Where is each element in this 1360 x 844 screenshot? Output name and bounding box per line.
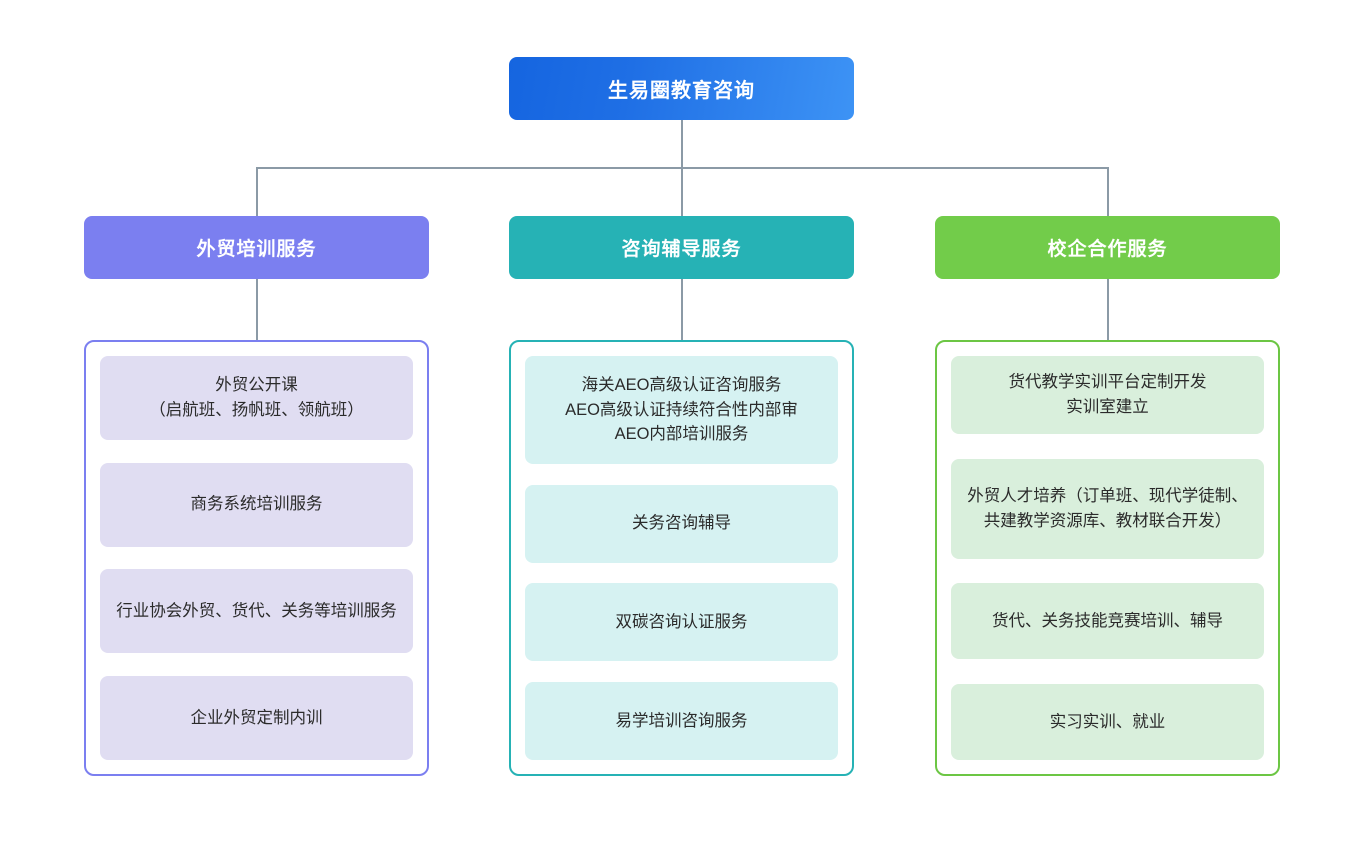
connector-header-to-body-2 bbox=[681, 279, 683, 341]
connector-drop-branch-3 bbox=[1107, 167, 1109, 217]
service-item-label: 外贸公开课 （启航班、扬帆班、领航班） bbox=[149, 376, 364, 419]
connector-header-to-body-3 bbox=[1107, 279, 1109, 341]
service-item-label: 货代教学实训平台定制开发 实训室建立 bbox=[1008, 373, 1207, 416]
service-item[interactable]: 海关AEO高级认证咨询服务 AEO高级认证持续符合性内部审 AEO内部培训服务 bbox=[525, 356, 838, 464]
service-item[interactable]: 行业协会外贸、货代、关务等培训服务 bbox=[100, 569, 413, 654]
service-item[interactable]: 货代教学实训平台定制开发 实训室建立 bbox=[951, 356, 1264, 434]
service-item[interactable]: 易学培训咨询服务 bbox=[525, 681, 838, 760]
service-item[interactable]: 外贸公开课 （启航班、扬帆班、领航班） bbox=[100, 356, 413, 440]
service-item-label: 商务系统培训服务 bbox=[190, 495, 323, 514]
service-item-label: 货代、关务技能竞赛培训、辅导 bbox=[992, 611, 1223, 630]
connector-drop-branch-2 bbox=[681, 167, 683, 217]
service-item-label: 企业外贸定制内训 bbox=[190, 708, 323, 727]
service-item[interactable]: 商务系统培训服务 bbox=[100, 462, 413, 547]
connector-horizontal-bus bbox=[256, 167, 1108, 169]
service-item[interactable]: 关务咨询辅导 bbox=[525, 484, 838, 563]
service-item[interactable]: 企业外贸定制内训 bbox=[100, 675, 413, 760]
connector-header-to-body-1 bbox=[256, 279, 258, 341]
branch-body-consulting: 海关AEO高级认证咨询服务 AEO高级认证持续符合性内部审 AEO内部培训服务 … bbox=[509, 340, 854, 776]
service-item-label: 易学培训咨询服务 bbox=[615, 711, 748, 730]
branch-header-school-enterprise[interactable]: 校企合作服务 bbox=[935, 216, 1280, 279]
branch-header-label: 外贸培训服务 bbox=[196, 239, 317, 260]
service-item-label: 关务咨询辅导 bbox=[632, 514, 731, 533]
service-item[interactable]: 双碳咨询认证服务 bbox=[525, 583, 838, 662]
connector-root-stem bbox=[681, 120, 683, 168]
service-item-label: 海关AEO高级认证咨询服务 AEO高级认证持续符合性内部审 AEO内部培训服务 bbox=[565, 375, 798, 444]
branch-body-school-enterprise: 货代教学实训平台定制开发 实训室建立 外贸人才培养（订单班、现代学徒制、共建教学… bbox=[935, 340, 1280, 776]
branch-column-school-enterprise: 校企合作服务 货代教学实训平台定制开发 实训室建立 外贸人才培养（订单班、现代学… bbox=[935, 216, 1280, 776]
service-item-label: 外贸人才培养（订单班、现代学徒制、共建教学资源库、教材联合开发） bbox=[967, 486, 1248, 530]
service-item-label: 行业协会外贸、货代、关务等培训服务 bbox=[116, 601, 397, 620]
root-node[interactable]: 生易圈教育咨询 bbox=[509, 57, 854, 120]
connector-drop-branch-1 bbox=[256, 167, 258, 217]
branch-header-label: 校企合作服务 bbox=[1047, 239, 1168, 260]
branch-header-consulting[interactable]: 咨询辅导服务 bbox=[509, 216, 854, 279]
service-item-label: 实习实训、就业 bbox=[1049, 712, 1166, 731]
branch-body-training: 外贸公开课 （启航班、扬帆班、领航班） 商务系统培训服务 行业协会外贸、货代、关… bbox=[84, 340, 429, 776]
branch-header-training[interactable]: 外贸培训服务 bbox=[84, 216, 429, 279]
service-item-label: 双碳咨询认证服务 bbox=[615, 612, 748, 631]
service-item[interactable]: 货代、关务技能竞赛培训、辅导 bbox=[951, 583, 1264, 660]
branch-column-consulting: 咨询辅导服务 海关AEO高级认证咨询服务 AEO高级认证持续符合性内部审 AEO… bbox=[509, 216, 854, 776]
service-item[interactable]: 外贸人才培养（订单班、现代学徒制、共建教学资源库、教材联合开发） bbox=[951, 458, 1264, 559]
branch-column-training: 外贸培训服务 外贸公开课 （启航班、扬帆班、领航班） 商务系统培训服务 行业协会… bbox=[84, 216, 429, 776]
service-item[interactable]: 实习实训、就业 bbox=[951, 683, 1264, 760]
root-node-label: 生易圈教育咨询 bbox=[608, 80, 755, 102]
branch-header-label: 咨询辅导服务 bbox=[621, 239, 742, 260]
